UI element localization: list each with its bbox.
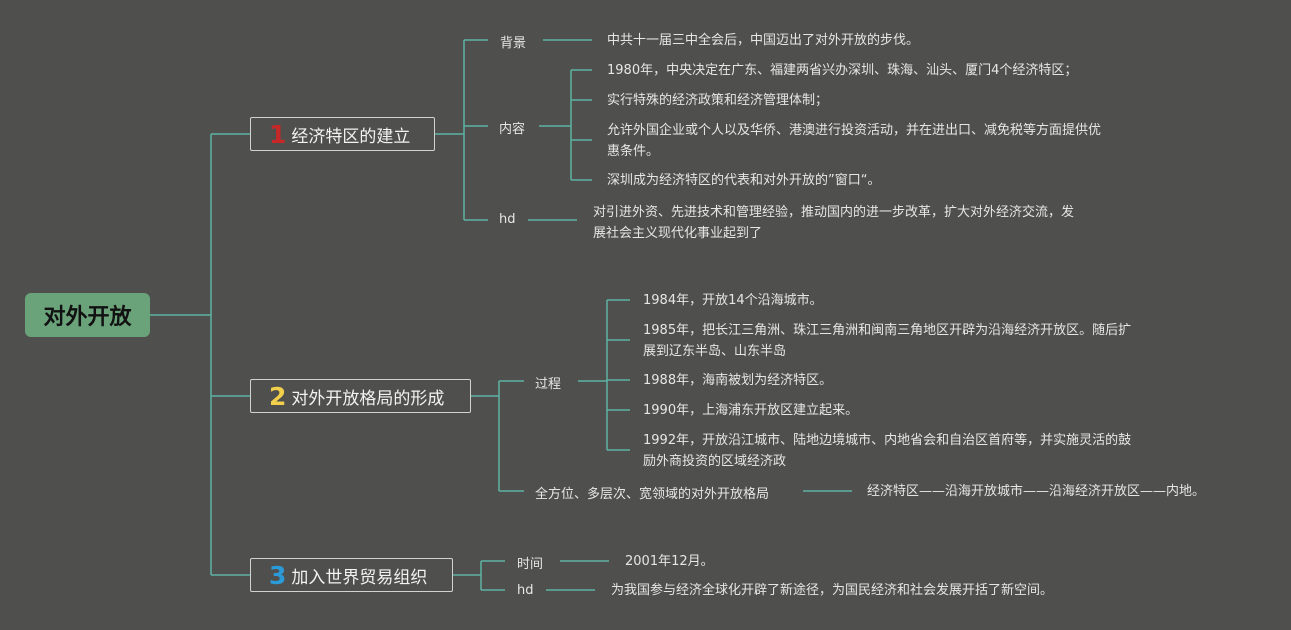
content-item-4: 深圳成为经济特区的代表和对外开放的”窗口“。	[607, 173, 881, 188]
text-pattern: 经济特区——沿海开放城市——沿海经济开放区——内地。	[867, 484, 1206, 499]
branch-title-3: 加入世界贸易组织	[291, 567, 428, 588]
branch-node-3[interactable]: 3 加入世界贸易组织	[250, 558, 453, 592]
label-hd-3: hd	[517, 583, 534, 598]
text-hd-3: 为我国参与经济全球化开辟了新途径，为国民经济和社会发展开括了新空间。	[611, 583, 1054, 598]
label-pattern: 全方位、多层次、宽领域的对外开放格局	[535, 487, 770, 502]
text-time: 2001年12月。	[625, 554, 714, 569]
process-item-4: 1990年，上海浦东开放区建立起来。	[643, 403, 859, 418]
content-item-3: 允许外国企业或个人以及华侨、港澳进行投资活动，并在进出口、减免税等方面提供优惠条…	[607, 123, 1102, 159]
process-item-3: 1988年，海南被划为经济特区。	[643, 373, 833, 388]
process-item-5: 1992年，开放沿江城市、陆地边境城市、内地省会和自治区首府等，并实施灵活的鼓励…	[643, 433, 1132, 469]
branch-title-2: 对外开放格局的形成	[291, 388, 445, 409]
content-item-2: 实行特殊的经济政策和经济管理体制；	[607, 93, 829, 108]
label-time: 时间	[517, 557, 544, 572]
process-item-1: 1984年，开放14个沿海城市。	[643, 293, 823, 308]
branch-number-3: 3	[269, 560, 287, 590]
branch-node-2[interactable]: 2 对外开放格局的形成	[250, 379, 471, 413]
text-hd-1: 对引进外资、先进技术和管理经验，推动国内的进一步改革，扩大对外经济交流，发展社会…	[593, 205, 1075, 241]
process-item-2: 1985年，把长江三角洲、珠江三角洲和闽南三角地区开辟为沿海经济开放区。随后扩展…	[643, 323, 1132, 359]
content-item-1: 1980年，中央决定在广东、福建两省兴办深圳、珠海、汕头、厦门4个经济特区；	[607, 63, 1078, 78]
branch-node-1[interactable]: 1 经济特区的建立	[250, 117, 435, 151]
text-background: 中共十一届三中全会后，中国迈出了对外开放的步伐。	[607, 33, 920, 48]
branch-title-1: 经济特区的建立	[291, 126, 411, 147]
label-content: 内容	[499, 122, 526, 137]
label-process: 过程	[535, 377, 562, 392]
root-label: 对外开放	[43, 305, 132, 330]
root-node[interactable]: 对外开放	[25, 293, 150, 337]
branch-number-1: 1	[269, 119, 287, 149]
branch-number-2: 2	[269, 381, 287, 411]
label-hd-1: hd	[499, 212, 516, 227]
label-background: 背景	[500, 36, 527, 51]
